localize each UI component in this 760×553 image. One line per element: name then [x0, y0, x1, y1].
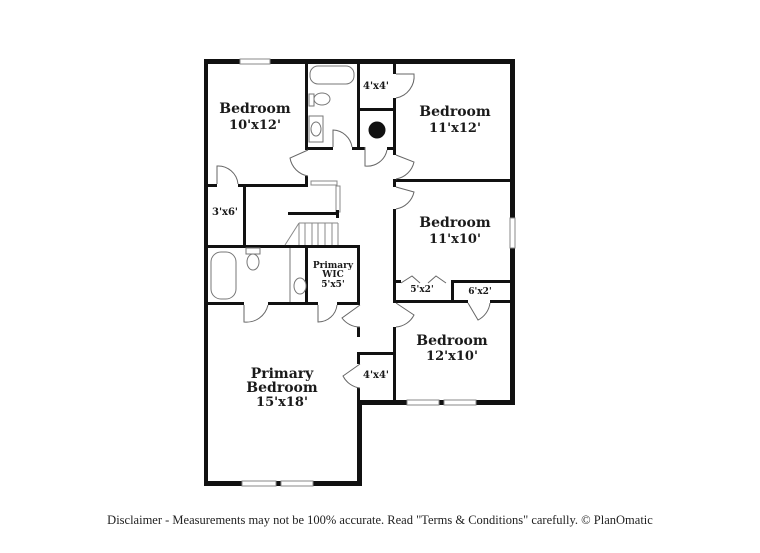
closet-label-5: 4'x4' — [363, 370, 389, 381]
room-primary-bedroom-dims: 15'x18' — [256, 395, 308, 410]
room-bedroom-4-dims: 12'x10' — [426, 349, 478, 364]
primary-sink-icon — [293, 277, 307, 295]
room-bedroom-2-dims: 11'x12' — [429, 121, 481, 136]
closet-label-1: 4'x4' — [363, 81, 389, 92]
closet-label-2: 3'x6' — [212, 207, 238, 218]
interior-walls — [204, 62, 513, 402]
fixtures — [210, 65, 386, 302]
room-labels: Bedroom 10'x12' Bedroom 11'x12' Bedroom … — [212, 81, 492, 410]
primary-toilet-icon — [246, 253, 260, 271]
closet-label-4: 6'x2' — [468, 287, 491, 297]
room-primary-wic-dims: 5'x5' — [321, 280, 344, 290]
primary-tub-icon — [210, 251, 237, 300]
stairs — [284, 222, 339, 246]
bathtub-icon — [309, 65, 355, 85]
room-primary-bedroom-name2: Bedroom — [246, 380, 318, 396]
room-primary-bedroom-name: Primary — [251, 366, 314, 382]
toilet-icon — [313, 92, 331, 106]
closet-label-3: 5'x2' — [410, 285, 433, 295]
room-primary-wic-name2: WIC — [321, 270, 343, 280]
room-bedroom-3-dims: 11'x10' — [429, 232, 481, 247]
room-bedroom-1-name: Bedroom — [219, 101, 291, 117]
room-primary-wic-name: Primary — [313, 261, 354, 271]
water-heater-icon — [368, 121, 386, 139]
doors — [216, 73, 491, 389]
room-bedroom-2-name: Bedroom — [419, 104, 491, 120]
room-bedroom-1-dims: 10'x12' — [229, 118, 281, 133]
windows — [239, 58, 516, 487]
room-bedroom-4-name: Bedroom — [416, 333, 488, 349]
disclaimer-text: Disclaimer - Measurements may not be 100… — [107, 513, 653, 527]
room-bedroom-3-name: Bedroom — [419, 215, 491, 231]
